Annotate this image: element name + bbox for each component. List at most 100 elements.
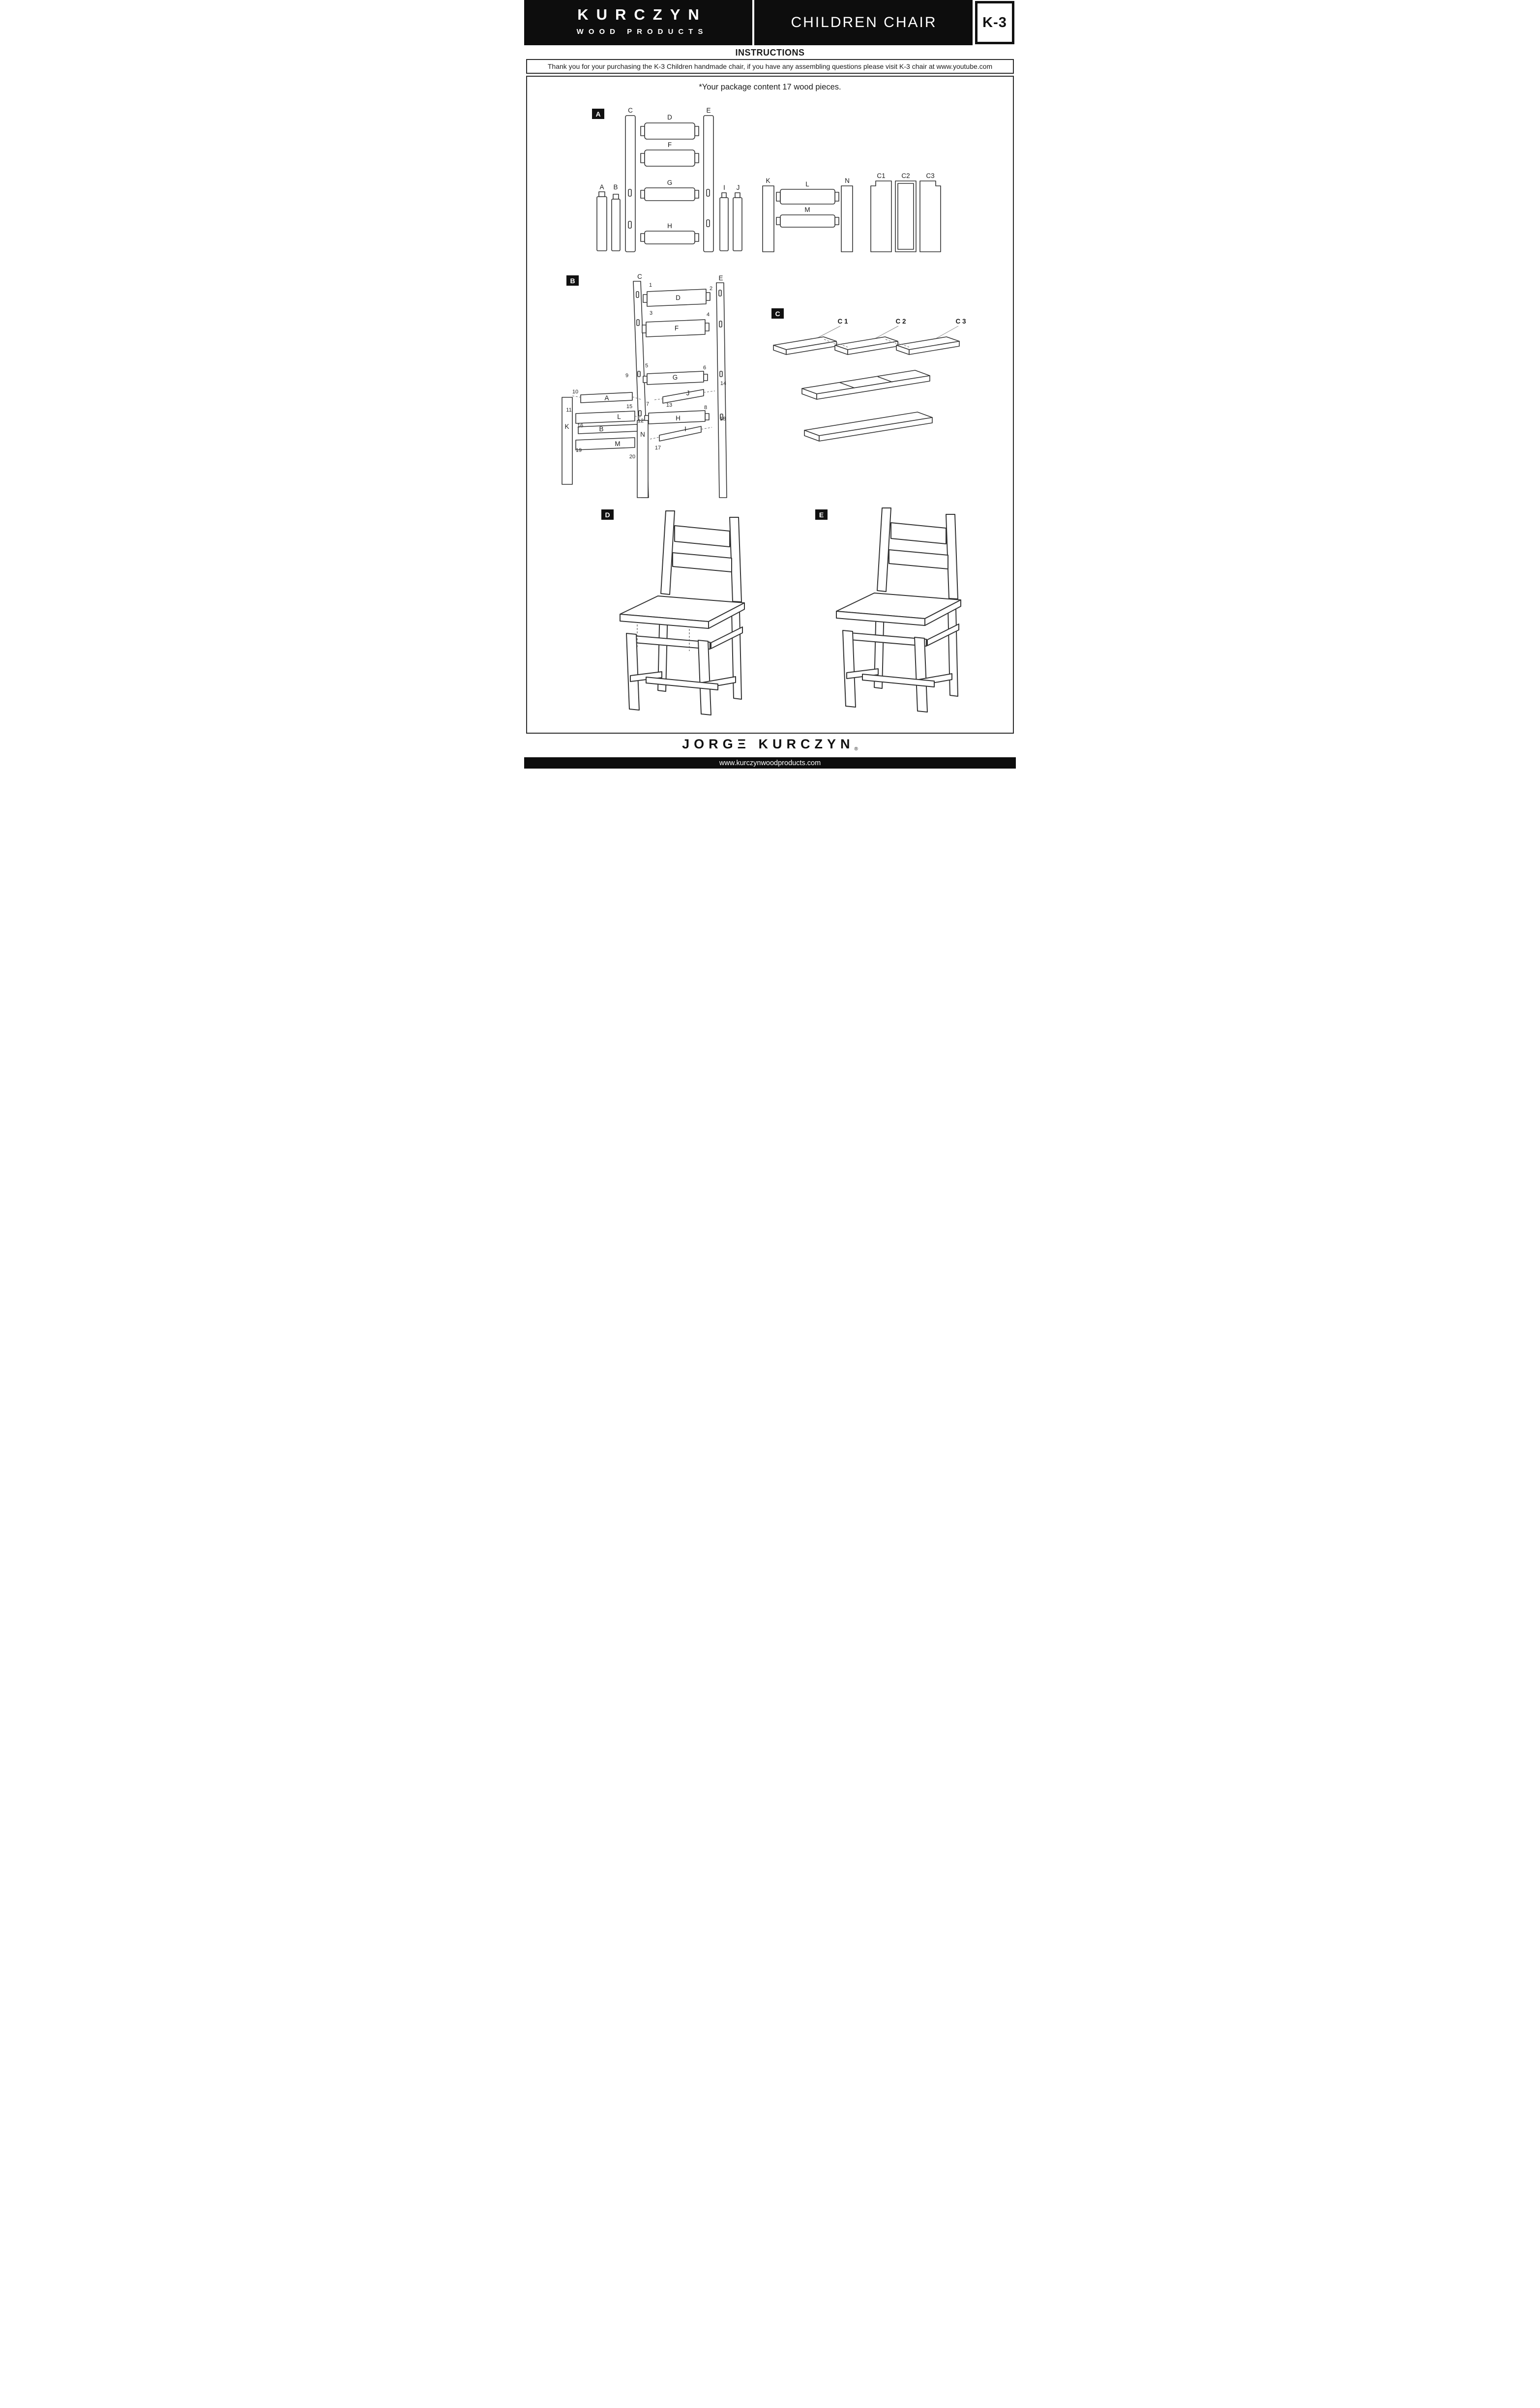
model-code-badge: K-3 xyxy=(975,1,1014,44)
assembly-leg-n xyxy=(637,420,649,498)
brand-subtitle: WOOD PRODUCTS xyxy=(576,28,708,36)
joint-2: 2 xyxy=(710,286,712,292)
part-c2-label: C2 xyxy=(901,172,910,179)
part-g-label: G xyxy=(667,179,673,186)
assembly-slat-d xyxy=(643,289,711,307)
assembly-label-g: G xyxy=(673,374,678,381)
part-f-label: F xyxy=(668,141,672,149)
footer-bar: www.kurczynwoodproducts.com xyxy=(524,757,1016,769)
seat-align-lines xyxy=(824,339,910,348)
assembly-leg-e xyxy=(716,282,727,498)
part-f-drawing xyxy=(640,149,699,167)
part-c-drawing xyxy=(625,115,636,252)
part-c1-drawing xyxy=(870,180,892,252)
assembly-label-j: J xyxy=(686,389,690,397)
chair-d-drawing xyxy=(620,510,745,715)
part-j-label: J xyxy=(737,184,740,191)
assembly-rail-i xyxy=(659,426,702,442)
parts-overview-diagram: A B C D E F G H I J K L M N C1 C2 C3 xyxy=(596,107,941,252)
assembly-slat-f xyxy=(642,319,710,337)
assembly-label-d: D xyxy=(676,294,681,301)
part-d-label: D xyxy=(667,114,672,121)
part-i-label: I xyxy=(723,184,725,191)
joint-3: 3 xyxy=(650,310,652,316)
seat-board-c1-drawing xyxy=(773,336,837,355)
assembly-rail-g xyxy=(643,371,708,385)
header: KURCZYN WOOD PRODUCTS xyxy=(524,0,973,45)
joint-9: 9 xyxy=(625,373,628,379)
joint-6: 6 xyxy=(703,365,706,371)
part-k-label: K xyxy=(766,177,770,184)
part-c2-drawing xyxy=(895,180,917,252)
joint-18: 18 xyxy=(720,416,726,422)
section-e-label: E xyxy=(815,509,828,520)
assembly-rail-h xyxy=(644,410,710,424)
part-c3-label: C3 xyxy=(926,172,934,179)
assembly-label-h: H xyxy=(676,415,681,422)
assembly-label-k: K xyxy=(564,423,569,430)
part-h-drawing xyxy=(640,231,699,244)
part-j-drawing xyxy=(733,192,742,251)
assembly-label-m: M xyxy=(615,440,620,447)
seat-board-c3-drawing xyxy=(896,336,960,355)
assembly-rail-l xyxy=(575,411,635,424)
assembly-rail-b xyxy=(578,424,638,434)
seat-fastening-guides xyxy=(637,624,690,651)
part-b-drawing xyxy=(611,194,621,251)
part-c1-label: C1 xyxy=(877,172,885,179)
board-c1-label: C 1 xyxy=(837,318,848,325)
registered-mark: ® xyxy=(854,746,858,752)
chair-e-drawing xyxy=(836,507,961,713)
part-k-drawing xyxy=(762,185,774,252)
part-m-drawing xyxy=(776,214,839,228)
seat-final-panel-drawing xyxy=(804,412,933,442)
section-b-label: B xyxy=(566,275,579,286)
joint-5: 5 xyxy=(645,363,648,369)
assembly-label-f: F xyxy=(675,325,679,332)
part-c-label: C xyxy=(628,107,633,114)
assembly-label-i: I xyxy=(684,425,686,433)
part-a-drawing xyxy=(596,191,607,251)
seat-assembly-diagram: C 1 C 2 C 3 xyxy=(773,318,966,442)
seat-joined-panel-drawing xyxy=(801,370,930,400)
part-a-label: A xyxy=(599,183,604,191)
board-c2-label: C 2 xyxy=(895,318,906,325)
joint-13: 13 xyxy=(666,402,672,408)
part-n-label: N xyxy=(845,177,850,184)
assembly-leg-k xyxy=(562,397,573,485)
joint-17: 17 xyxy=(655,445,661,451)
maker-logo: JORGΞ KURCZYN® xyxy=(524,737,1016,752)
package-note: *Your package content 17 wood pieces. xyxy=(699,83,841,91)
section-c-label: C xyxy=(771,308,784,319)
assembly-label-a: A xyxy=(604,394,609,402)
assembly-label-b: B xyxy=(599,425,603,433)
header-divider xyxy=(752,0,754,45)
frame-assembly-diagram: C E D F G H J A K L B M N I 1 2 3 4 5 6 … xyxy=(562,273,727,498)
website-url: www.kurczynwoodproducts.com xyxy=(719,759,821,767)
assembly-rail-a xyxy=(580,392,633,403)
joint-14: 14 xyxy=(720,381,726,386)
section-d-label: D xyxy=(601,509,614,520)
joint-10: 10 xyxy=(572,389,578,395)
section-a-label: A xyxy=(592,109,604,119)
joint-4: 4 xyxy=(707,312,710,318)
part-e-drawing xyxy=(703,115,714,252)
instructions-heading: INSTRUCTIONS xyxy=(735,48,805,58)
joint-numbers: 1 2 3 4 5 6 7 8 9 10 11 12 13 14 15 16 1… xyxy=(566,282,726,460)
part-m-label: M xyxy=(804,206,810,213)
assembled-chair-diagrams xyxy=(620,507,961,715)
joint-12: 12 xyxy=(638,418,644,424)
part-l-label: L xyxy=(805,180,809,188)
part-b-label: B xyxy=(613,183,618,191)
joint-7: 7 xyxy=(646,401,649,407)
assembly-label-n: N xyxy=(640,431,645,438)
part-l-drawing xyxy=(776,189,839,205)
joint-8: 8 xyxy=(704,405,707,411)
assembly-guide-lines xyxy=(572,390,715,440)
part-c3-drawing xyxy=(919,180,941,252)
assembly-label-e: E xyxy=(718,274,723,282)
brand-name: KURCZYN xyxy=(577,6,707,23)
instruction-sheet: KURCZYN WOOD PRODUCTS CHILDREN CHAIR K-3… xyxy=(524,0,1016,769)
part-g-drawing xyxy=(640,187,699,201)
part-i-drawing xyxy=(719,192,729,251)
